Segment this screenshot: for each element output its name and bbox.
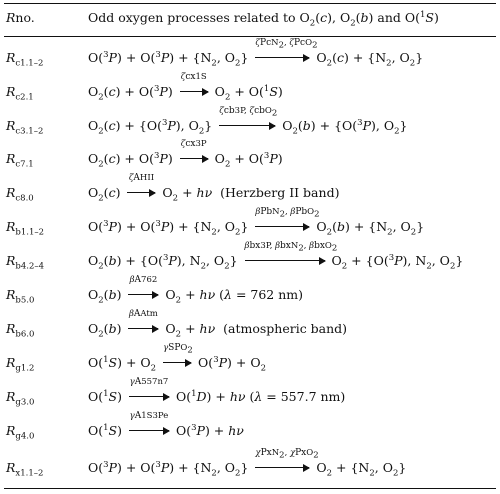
reaction-arrow: ζcb3P, ζcbO2: [219, 107, 277, 134]
row-reaction-rb6: O2(b) βAAtm O2 + hν (atmospheric band): [88, 309, 348, 340]
row-label-rg3: Rg3.0: [6, 389, 35, 408]
reaction-arrow: βPbN2, βPbO2: [255, 208, 320, 235]
row-label-rg1: Rg1.2: [6, 355, 35, 374]
row-label-rg4: Rg4.0: [6, 423, 35, 442]
row-reaction-rg1: O(1S) + O2 γSPO2 O(3P) + O2: [88, 343, 266, 374]
row-reaction-rx1: O(3P) + O(3P) + {N2, O2} χPxN2, χPxO2 O2…: [88, 448, 407, 479]
row-label-rb1: Rb1.1–2: [6, 219, 45, 238]
reaction-arrow: βbx3P, βbxN2, βbxO2: [244, 242, 337, 269]
reaction-arrow: γSPO2: [163, 344, 193, 371]
reaction-arrow: ζcx1S: [179, 73, 209, 100]
row-label-rb6: Rb6.0: [6, 321, 35, 340]
reaction-arrow: βA762: [128, 276, 160, 303]
reaction-arrow: βAAtm: [128, 310, 160, 337]
row-label-rc1: Rc1.1–2: [6, 50, 44, 69]
reaction-arrow: γA557n7: [128, 378, 170, 405]
row-reaction-rc8: O2(c) ζAHII O2 + hν (Herzberg II band): [88, 173, 340, 204]
row-label-rb4: Rb4.2–4: [6, 253, 45, 272]
row-reaction-rb5: O2(b) βA762 O2 + hν (λ = 762 nm): [88, 275, 304, 306]
row-reaction-rb4: O2(b) + {O(3P), N2, O2} βbx3P, βbxN2, βb…: [88, 241, 464, 272]
row-label-rc8: Rc8.0: [6, 185, 34, 204]
note-herzberg: (Herzberg II band): [220, 185, 340, 200]
table-header-rule: [4, 36, 496, 37]
row-reaction-rb1: O(3P) + O(3P) + {N2, O2} βPbN2, βPbO2 O2…: [88, 207, 425, 238]
header-processes: Odd oxygen processes related to O2(c), O…: [88, 9, 439, 29]
row-label-rb5: Rb5.0: [6, 287, 35, 306]
row-reaction-rg3: O(1S) γA557n7 O(1D) + hν (λ = 557.7 nm): [88, 377, 346, 405]
row-reaction-rg4: O(1S) γA1S3Pe O(3P) + hν: [88, 411, 244, 439]
header-rno-label: no.: [15, 10, 35, 25]
header-rno: Rno.: [6, 10, 35, 25]
reaction-arrow: γA1S3Pe: [128, 412, 170, 439]
note-atmospheric: (atmospheric band): [223, 321, 348, 336]
reaction-arrow: ζAHII: [127, 174, 157, 201]
row-reaction-rc2: O2(c) + O(3P) ζcx1S O2 + O(1S): [88, 72, 283, 103]
row-label-rc3: Rc3.1–2: [6, 118, 44, 137]
reaction-arrow: χPxN2, χPxO2: [255, 449, 319, 476]
reaction-arrow: ζPcN2, ζPcO2: [255, 39, 318, 66]
row-reaction-rc1: O(3P) + O(3P) + {N2, O2} ζPcN2, ζPcO2 O2…: [88, 38, 424, 69]
row-reaction-rc3: O2(c) + {O(3P), O2} ζcb3P, ζcbO2 O2(b) +…: [88, 106, 408, 137]
row-label-rx1: Rx1.1–2: [6, 460, 44, 479]
table-top-rule: [4, 3, 496, 5]
reaction-arrow: ζcx3P: [179, 140, 209, 167]
table-bottom-rule: [4, 488, 496, 490]
row-label-rc7: Rc7.1: [6, 151, 34, 170]
row-reaction-rc7: O2(c) + O(3P) ζcx3P O2 + O(3P): [88, 139, 283, 170]
row-label-rc2: Rc2.1: [6, 84, 34, 103]
